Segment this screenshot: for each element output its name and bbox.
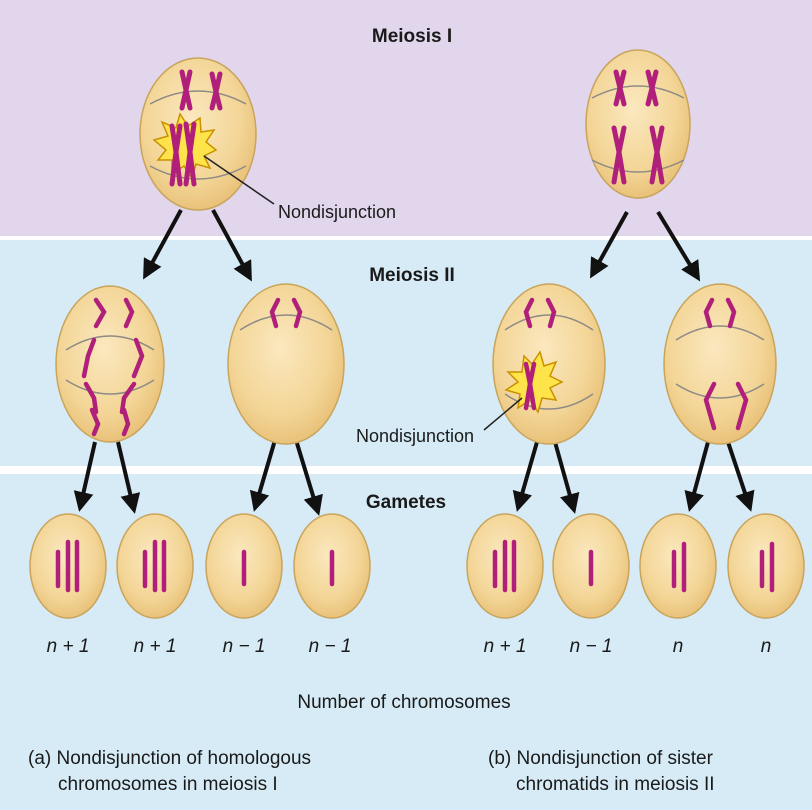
stage-title-meiosis-1: Meiosis I — [372, 26, 452, 47]
gamete-cell-a1 — [30, 514, 106, 618]
caption-b-line-1: (b) Nondisjunction of sister — [488, 748, 714, 769]
caption-b-line-2: chromatids in meiosis II — [516, 774, 715, 795]
gamete-label-b1: n + 1 — [484, 636, 527, 657]
gamete-cell-b3 — [640, 514, 716, 618]
caption-a-line-2: chromosomes in meiosis I — [58, 774, 278, 795]
stage-title-gametes: Gametes — [366, 492, 446, 513]
gamete-cell-a2 — [117, 514, 193, 618]
cell-meiosis-2-b2 — [664, 284, 776, 444]
gamete-label-a1: n + 1 — [47, 636, 90, 657]
gamete-label-b4: n — [761, 636, 772, 657]
caption-a-line-1: (a) Nondisjunction of homologous — [28, 748, 311, 769]
cell-meiosis-2-a2 — [228, 284, 344, 444]
number-of-chromosomes-caption: Number of chromosomes — [297, 692, 510, 713]
cell-meiosis-1-a — [140, 58, 256, 210]
cell-meiosis-2-b1 — [493, 284, 605, 444]
nondisjunction-label-a: Nondisjunction — [278, 202, 396, 222]
gamete-label-b2: n − 1 — [570, 636, 613, 657]
cell-meiosis-1-b — [586, 50, 690, 198]
gamete-cell-a4 — [294, 514, 370, 618]
stage-title-meiosis-2: Meiosis II — [369, 265, 455, 286]
gamete-cell-b4 — [728, 514, 804, 618]
gamete-cell-a3 — [206, 514, 282, 618]
gamete-cell-b1 — [467, 514, 543, 618]
gamete-cell-b2 — [553, 514, 629, 618]
gamete-label-a4: n − 1 — [309, 636, 352, 657]
gamete-label-b3: n — [673, 636, 684, 657]
cell-meiosis-2-a1 — [56, 286, 164, 442]
gamete-label-a2: n + 1 — [134, 636, 177, 657]
gamete-label-a3: n − 1 — [223, 636, 266, 657]
nondisjunction-label-b: Nondisjunction — [356, 426, 474, 446]
